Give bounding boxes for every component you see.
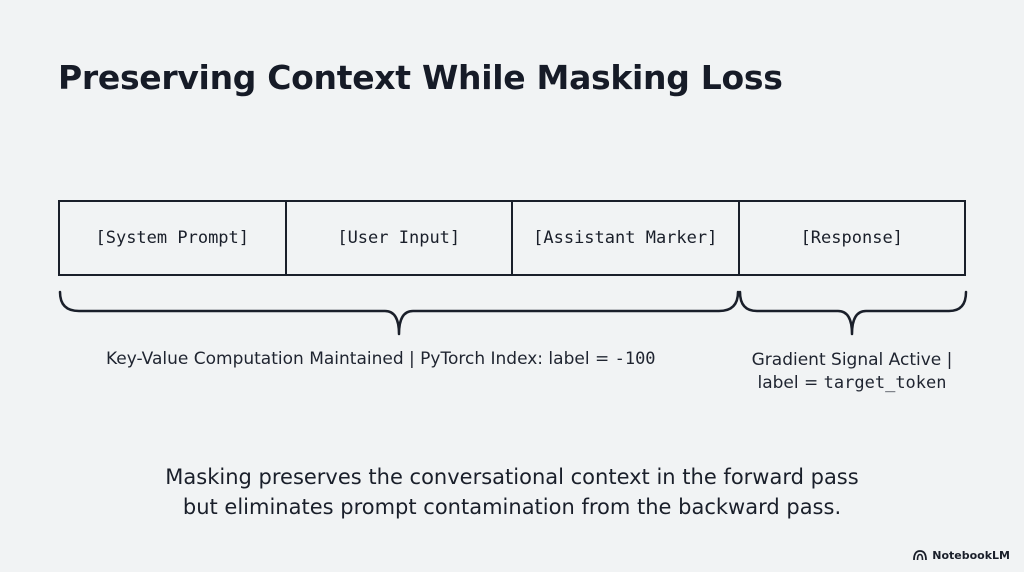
caption-line2: but eliminates prompt contamination from…: [182, 495, 842, 519]
context-label: Key-Value Computation Maintained | PyTor…: [106, 349, 656, 369]
page-title: Preserving Context While Masking Loss: [58, 58, 783, 97]
caption: Masking preserves the conversational con…: [0, 462, 1024, 522]
context-label-text: Key-Value Computation Maintained | PyTor…: [106, 349, 615, 369]
gradient-label-code: target_token: [823, 373, 947, 393]
notebooklm-logo-icon: [913, 550, 928, 561]
context-brace: [58, 290, 740, 336]
gradient-label: Gradient Signal Active | label = target_…: [738, 349, 966, 395]
brand-name: NotebookLM: [932, 549, 1010, 562]
caption-line1: Masking preserves the conversational con…: [165, 465, 859, 489]
token-assistant-marker: [Assistant Marker]: [513, 202, 740, 274]
token-user-input: [User Input]: [287, 202, 513, 274]
brand-watermark: NotebookLM: [913, 549, 1010, 562]
context-label-code: -100: [614, 349, 656, 369]
token-system-prompt: [System Prompt]: [60, 202, 287, 274]
gradient-label-line1: Gradient Signal Active |: [751, 350, 953, 370]
gradient-brace: [738, 290, 968, 336]
gradient-label-text: label =: [757, 373, 824, 393]
token-sequence: [System Prompt] [User Input] [Assistant …: [58, 200, 966, 276]
token-response: [Response]: [800, 228, 903, 248]
